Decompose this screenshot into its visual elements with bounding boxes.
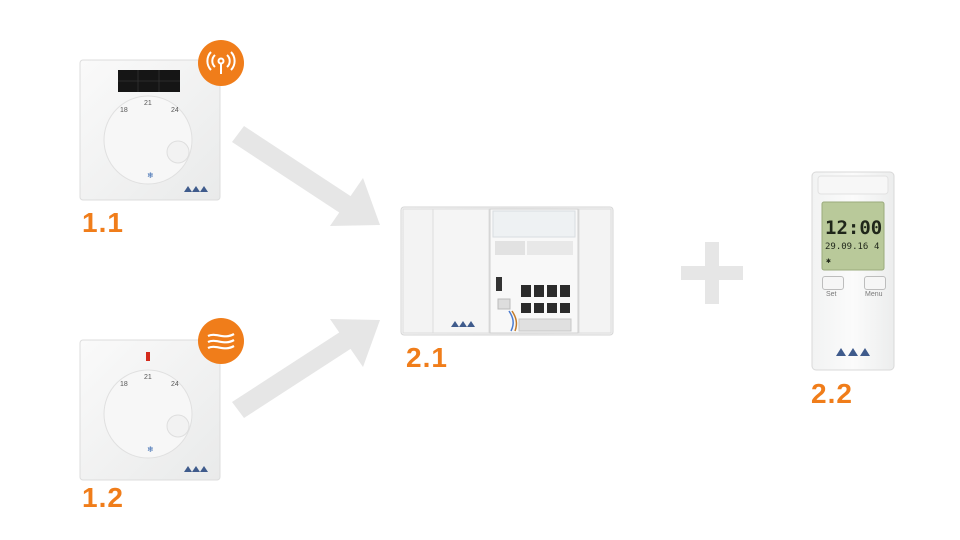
label-2-2: 2.2 (811, 378, 853, 409)
brand-logo (451, 321, 475, 327)
front-cover (432, 208, 490, 334)
label-1-2: 1.2 (82, 482, 124, 513)
lcd-date: 29.09.16 (825, 242, 868, 252)
label-1-1: 1.1 (82, 207, 124, 238)
plus-icon (681, 242, 743, 304)
arrow-upper-head (330, 178, 380, 226)
arrow-lower-shaft (232, 330, 355, 418)
dial-tick-18: 18 (120, 107, 128, 114)
lcd-day: 4 (874, 242, 879, 252)
arrow-upper-shaft (232, 126, 355, 215)
control-box (400, 206, 614, 336)
brand-logo (184, 186, 208, 192)
terminal-block (521, 285, 570, 313)
arrow-lower-head (330, 319, 380, 367)
timer-module: 12:00 29.09.16 4 ✱ (811, 171, 895, 371)
brand-logo (184, 466, 208, 472)
dial-tick-21: 21 (144, 374, 152, 381)
dial-tick-24: 24 (171, 381, 179, 388)
label-2-1: 2.1 (406, 342, 448, 373)
lcd-time: 12:00 (825, 217, 882, 239)
status-led (146, 352, 150, 361)
lcd-screen (821, 201, 885, 271)
wired-cable-icon (207, 333, 235, 350)
dial-tick-18: 18 (120, 381, 128, 388)
lcd-mode-icon: ✱ (826, 256, 831, 265)
left-cover (402, 208, 434, 334)
menu-button[interactable] (864, 276, 886, 290)
set-button[interactable] (822, 276, 844, 290)
dial-knob (166, 414, 190, 438)
dial-tick-21: 21 (144, 100, 152, 107)
snowflake-icon: ❄ (147, 171, 154, 180)
wires (508, 310, 518, 332)
wireless-badge (198, 40, 244, 86)
snowflake-icon: ❄ (147, 445, 154, 454)
dial-ring (103, 369, 193, 459)
dial-ring (103, 95, 193, 185)
brand-logo (836, 348, 870, 356)
dial-knob (166, 140, 190, 164)
set-button-label: Set (826, 291, 837, 298)
right-cover (578, 208, 612, 334)
menu-button-label: Menu (865, 291, 883, 298)
dial-tick-24: 24 (171, 107, 179, 114)
wired-badge (198, 318, 244, 364)
wireless-thermostat: 18 21 24 ❄ (79, 59, 221, 201)
wireless-antenna-icon (206, 51, 236, 74)
wired-thermostat: 18 21 24 ❄ (79, 339, 221, 481)
